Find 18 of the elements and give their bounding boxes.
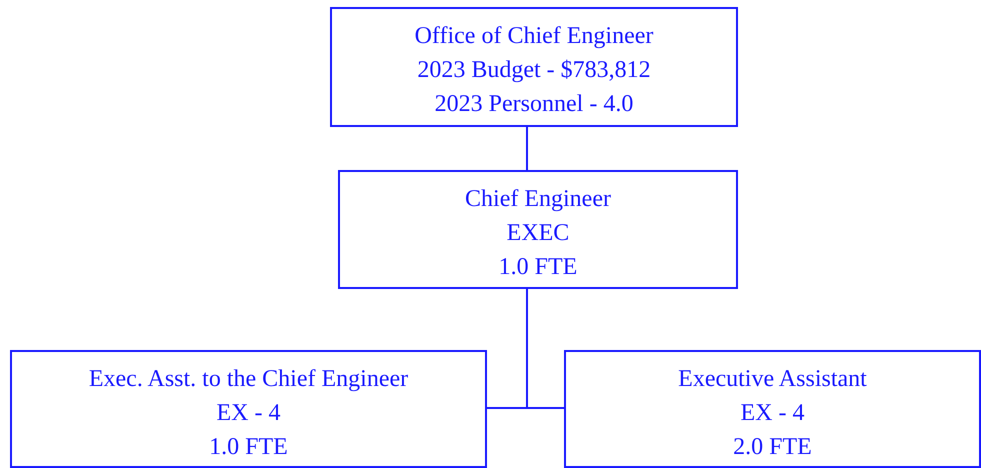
position-title: Exec. Asst. to the Chief Engineer bbox=[88, 365, 408, 394]
position-box bbox=[10, 350, 487, 468]
position-box bbox=[330, 7, 738, 127]
position-detail: EX - 4 bbox=[216, 399, 280, 428]
position-title: Office of Chief Engineer bbox=[414, 22, 654, 51]
position-title: Executive Assistant bbox=[678, 365, 867, 394]
position-title: Chief Engineer bbox=[465, 185, 611, 214]
position-detail: EXEC bbox=[506, 219, 570, 248]
position-detail: 2.0 FTE bbox=[733, 433, 812, 462]
connector-line bbox=[526, 289, 564, 409]
position-box bbox=[564, 350, 981, 468]
connector-line bbox=[526, 127, 528, 170]
position-box bbox=[338, 170, 738, 289]
position-detail: 2023 Personnel - 4.0 bbox=[434, 90, 634, 119]
position-detail: EX - 4 bbox=[740, 399, 804, 428]
position-detail: 1.0 FTE bbox=[498, 253, 578, 282]
position-detail: 1.0 FTE bbox=[209, 433, 288, 462]
position-detail: 2023 Budget - $783,812 bbox=[417, 56, 651, 85]
